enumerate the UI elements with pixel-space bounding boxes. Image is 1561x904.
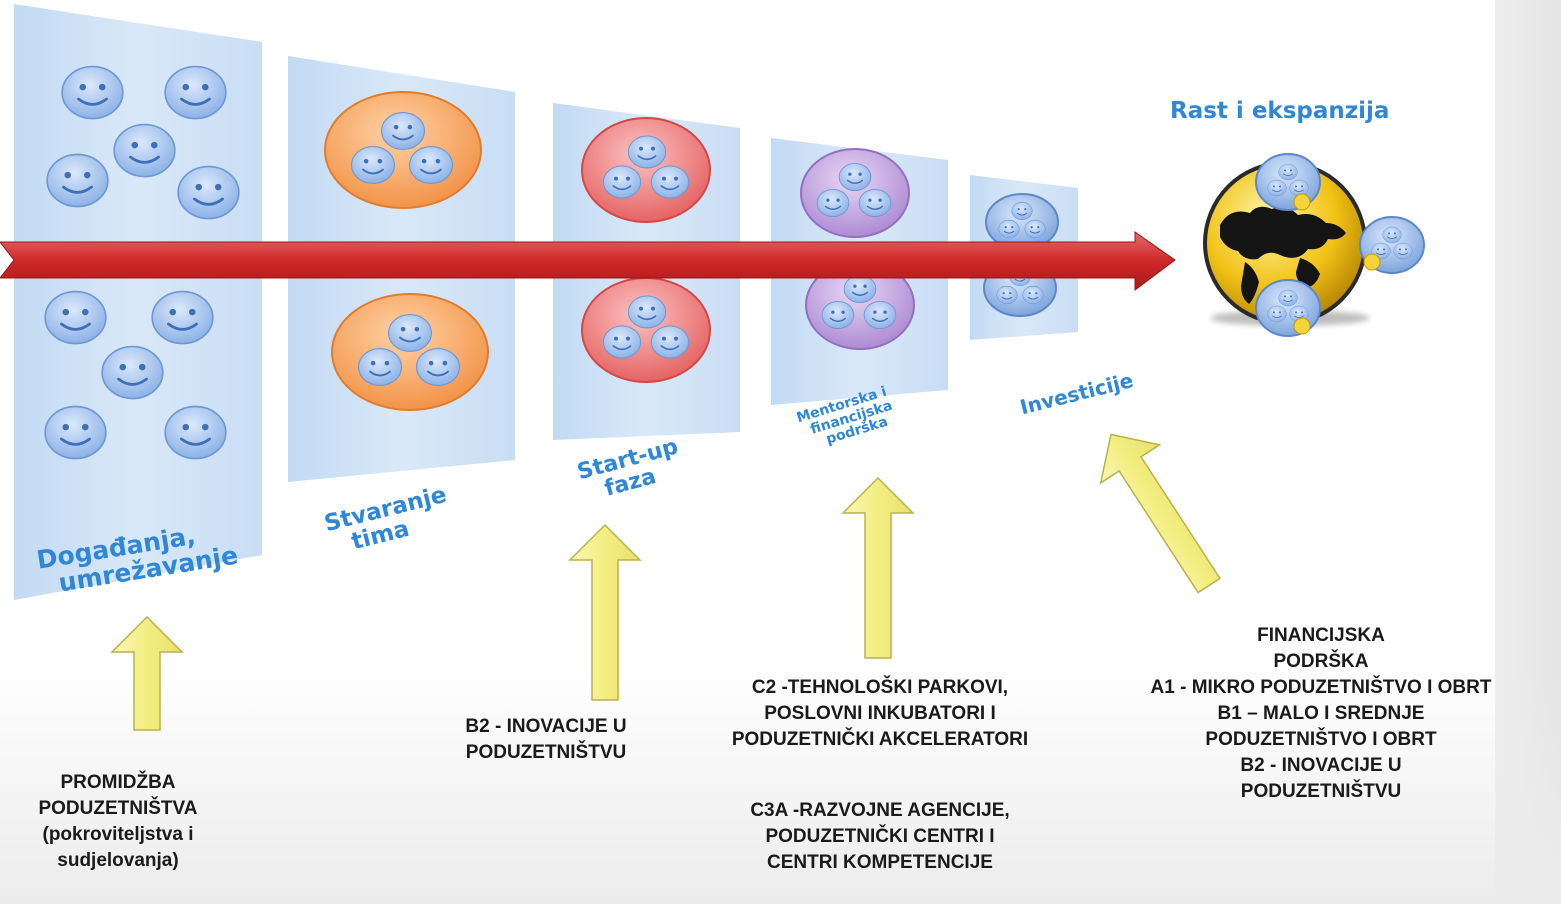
stage2-team-groups [324, 91, 489, 411]
caption-line: B1 – MALO I SREDNJE [1217, 703, 1425, 724]
caption-line: PODUZETNIČKI AKCELERATORI [731, 729, 1029, 750]
globe-team-groups [1255, 153, 1425, 337]
caption-line: PODUZETNIŠTVA [38, 798, 198, 819]
caption-line: A1 - MIKRO PODUZETNIŠTVO I OBRT [1150, 677, 1492, 698]
support-arrow-icon [1099, 433, 1221, 594]
timeline-arrow-icon [0, 231, 1176, 291]
caption-line: C3A -RAZVOJNE AGENCIJE, [750, 800, 1010, 821]
support-arrow-icon [568, 523, 642, 701]
caption-line: PODUZETNIČKI CENTRI I [765, 826, 995, 847]
bottom-background-fade [0, 660, 1561, 904]
team-group-icon [331, 293, 489, 411]
team-group-icon [581, 117, 711, 223]
caption-line: PODRŠKA [1273, 651, 1369, 672]
caption-b2: B2 - INOVACIJE U PODUZETNIŠTVU [425, 714, 667, 766]
team-group-icon [800, 148, 910, 238]
team-group-icon [581, 277, 711, 383]
caption-c2: C2 -TEHNOLOŠKI PARKOVI, POSLOVNI INKUBAT… [700, 675, 1060, 753]
caption-line: B2 - INOVACIJE U [1240, 755, 1402, 776]
caption-line: PODUZETNIŠTVO I OBRT [1205, 729, 1437, 750]
caption-financial: FINANCIJSKA PODRŠKA A1 - MIKRO PODUZETNI… [1085, 623, 1557, 805]
caption-c3a: C3A -RAZVOJNE AGENCIJE, PODUZETNIČKI CEN… [710, 798, 1050, 876]
team-group-icon [324, 91, 482, 209]
caption-line: sudjelovanja) [57, 850, 179, 871]
caption-promo: PROMIDŽBA PODUZETNIŠTVA (pokroviteljstva… [0, 770, 236, 874]
caption-line: FINANCIJSKA [1257, 625, 1385, 646]
caption-line: POSLOVNI INKUBATORI I [764, 703, 996, 724]
caption-line: PROMIDŽBA [60, 772, 176, 793]
growth-title: Rast i ekspanzija [1170, 98, 1390, 124]
support-arrow-icon [841, 476, 915, 659]
support-arrow-icon [110, 615, 184, 731]
stage3-startup-groups [581, 117, 711, 383]
caption-line: C2 -TEHNOLOŠKI PARKOVI, [751, 677, 1009, 698]
caption-line: PODUZETNIŠTVU [465, 742, 627, 763]
caption-line: (pokroviteljstva i [42, 824, 194, 845]
caption-line: CENTRI KOMPETENCIJE [767, 852, 993, 873]
stage4-mentoring-groups [800, 148, 915, 350]
caption-line: B2 - INOVACIJE U [465, 716, 627, 737]
caption-line: PODUZETNIŠTVU [1240, 781, 1402, 802]
